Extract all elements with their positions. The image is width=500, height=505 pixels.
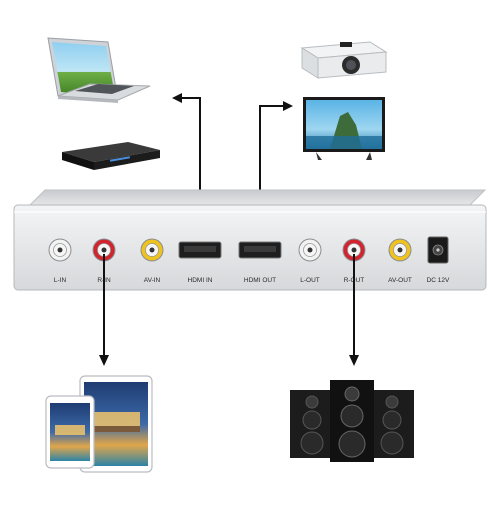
av-out-port: AV-OUT: [388, 238, 412, 284]
av-out-label: AV-OUT: [388, 277, 412, 284]
dvd-player-icon: [62, 142, 160, 170]
l-in-label: L-IN: [54, 277, 67, 284]
l-out-label: L-OUT: [300, 277, 320, 284]
dc-12v-port: DC 12V: [427, 236, 450, 284]
hdmi-out-label: HDMI OUT: [244, 277, 276, 284]
av-in-label: AV-IN: [144, 277, 161, 284]
av-in-port: AV-IN: [140, 238, 164, 284]
speaker-right: [370, 390, 414, 458]
r-in-arrow: [99, 254, 109, 366]
l-out-port: L-OUT: [298, 238, 322, 284]
projector-icon: [300, 41, 388, 79]
hdmi-in-label: HDMI IN: [188, 277, 213, 284]
speakers-icon: [290, 380, 414, 462]
hdmi-in-port: HDMI IN: [178, 241, 222, 284]
laptop-icon: [47, 37, 151, 103]
tv-icon: [303, 97, 385, 160]
tablet-phone-icon: [45, 375, 153, 473]
dc-12v-label: DC 12V: [427, 277, 450, 284]
converter-box: [13, 189, 487, 291]
r-out-arrow: [349, 254, 359, 366]
l-in-port: L-IN: [48, 238, 72, 284]
hdmi-out-port: HDMI OUT: [238, 241, 282, 284]
speaker-left: [290, 390, 334, 458]
speaker-center: [330, 380, 374, 462]
